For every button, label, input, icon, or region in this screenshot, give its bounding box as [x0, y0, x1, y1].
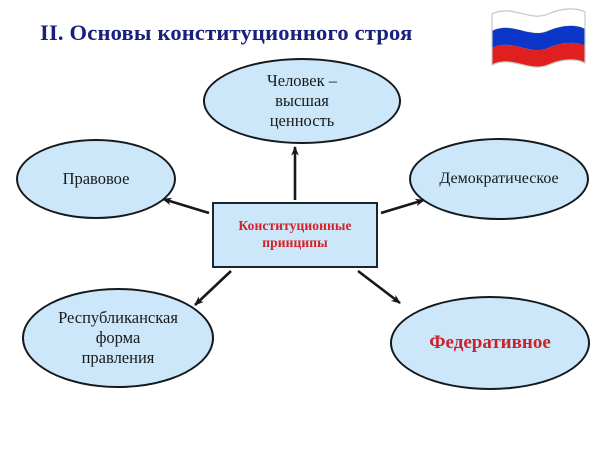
edge-center-to-left — [162, 197, 210, 215]
node-label: Демократическое — [439, 170, 559, 188]
node-legal-state[interactable]: Правовое — [16, 139, 176, 219]
node-label: Правовое — [62, 168, 130, 188]
edge-center-to-bl — [194, 270, 232, 306]
node-democratic[interactable]: Демократическое — [409, 138, 589, 220]
node-label: Республиканская форма правления — [58, 307, 178, 368]
center-node-label: Конституционные принципы — [238, 218, 352, 250]
node-human-supreme-value[interactable]: Человек – высшая ценность — [203, 58, 401, 144]
node-constitutional-principles[interactable]: Конституционные принципы — [212, 202, 378, 268]
edge-center-to-br — [357, 269, 401, 305]
russian-flag-icon — [491, 8, 586, 68]
page-title: II. Основы конституционного строя — [40, 20, 413, 45]
node-label: Человек – высшая ценность — [267, 70, 337, 131]
edge-center-to-right — [380, 198, 425, 215]
node-federal[interactable]: Федеративное — [390, 296, 590, 390]
node-republican-form[interactable]: Республиканская форма правления — [22, 288, 214, 388]
node-label: Федеративное — [429, 332, 551, 354]
